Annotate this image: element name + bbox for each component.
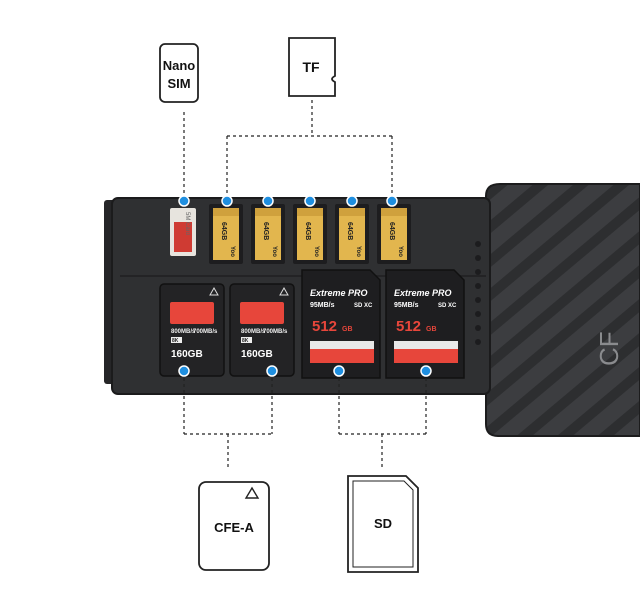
- sd-card-type: SD XC: [354, 303, 373, 309]
- cfe-card-speed: 700MB/s: [193, 329, 218, 335]
- slot-marker: [266, 365, 278, 377]
- cfe-card-tag: 8K: [242, 338, 249, 344]
- tf-card-slot-3: 64GB Yoo: [293, 204, 327, 264]
- tf-card-icon: [288, 37, 336, 97]
- sd-card-unit: GB: [426, 326, 437, 333]
- tf-card-brand: Yoo: [397, 246, 403, 257]
- cfe-card-1: 800MB/s 700MB/s 8K 160GB: [159, 283, 225, 377]
- sd-label: SD: [374, 516, 392, 531]
- tf-card-capacity: 64GB: [262, 222, 269, 240]
- nano-sim-icon: [159, 43, 199, 103]
- tf-label: TF: [302, 59, 320, 75]
- slot-marker: [420, 365, 432, 377]
- cfe-card-speed: 700MB/s: [263, 329, 288, 335]
- tf-card-slot-5: 64GB Yoo: [377, 204, 411, 264]
- sd-card-icon-inner: [352, 480, 414, 568]
- slot-markers: [178, 195, 432, 377]
- tf-card-brand: Yoo: [313, 246, 319, 257]
- tf-callout: TF: [288, 37, 336, 97]
- nano-sim-label-line2: SIM: [167, 76, 190, 91]
- sd-card-brand: Extreme PRO: [310, 288, 368, 298]
- slot-marker: [304, 195, 316, 207]
- slot-marker: [346, 195, 358, 207]
- sim-card: 5M Card: [170, 208, 196, 256]
- top-connectors: [183, 100, 393, 200]
- sd-card-speed: 95MB/s: [394, 302, 419, 309]
- tf-card-slot-4: 64GB Yoo: [335, 204, 369, 264]
- cfe-a-label: CFE-A: [214, 520, 254, 535]
- sd-card-brand: Extreme PRO: [394, 288, 452, 298]
- sd-card-speed: 95MB/s: [310, 302, 335, 309]
- sd-card-capacity: 512: [396, 318, 421, 335]
- sd-card-icon: [347, 475, 419, 573]
- slot-marker: [221, 195, 233, 207]
- sd-card-type: SD XC: [438, 303, 457, 309]
- tf-card-brand: Yoo: [271, 246, 277, 257]
- tf-card-capacity: 64GB: [220, 222, 227, 240]
- sd-card-1: Extreme PRO 95MB/s SD XC 512 GB: [301, 269, 381, 379]
- tf-card-capacity: 64GB: [388, 222, 395, 240]
- sim-card-label: 5M Card: [184, 212, 190, 235]
- cfe-card-2: 800MB/s 700MB/s 8K 160GB: [229, 283, 295, 377]
- tf-card-brand: Yoo: [355, 246, 361, 257]
- cfe-card-speed: 800MB/s: [171, 329, 196, 335]
- cfe-card-tag: 8K: [172, 338, 179, 344]
- triangle-icon: [244, 486, 260, 499]
- tf-card-slot-2: 64GB Yoo: [251, 204, 285, 264]
- nano-sim-callout: Nano SIM: [159, 43, 199, 103]
- slot-marker: [178, 195, 190, 207]
- slot-marker: [262, 195, 274, 207]
- tf-card-slot-1: 64GB Yoo: [209, 204, 243, 264]
- sd-card-2: Extreme PRO 95MB/s SD XC 512 GB: [385, 269, 465, 379]
- tf-card-capacity: 64GB: [346, 222, 353, 240]
- brand-mark-partial: CF: [594, 331, 624, 366]
- sd-card-unit: GB: [342, 326, 353, 333]
- tf-card-brand: Yoo: [229, 246, 235, 257]
- tf-card-capacity: 64GB: [304, 222, 311, 240]
- cfe-a-card-icon: [198, 481, 270, 571]
- device-grip: CF: [485, 183, 640, 437]
- cfe-card-capacity: 160GB: [171, 349, 203, 360]
- nano-sim-label-line1: Nano: [163, 58, 196, 73]
- slot-marker: [386, 195, 398, 207]
- sd-card-capacity: 512: [312, 318, 337, 335]
- cfe-a-callout: CFE-A: [198, 481, 270, 571]
- sd-callout: SD: [347, 475, 419, 573]
- slot-marker: [333, 365, 345, 377]
- bottom-connectors: [183, 378, 427, 468]
- cfe-card-capacity: 160GB: [241, 349, 273, 360]
- cfe-card-speed: 800MB/s: [241, 329, 266, 335]
- slot-marker: [178, 365, 190, 377]
